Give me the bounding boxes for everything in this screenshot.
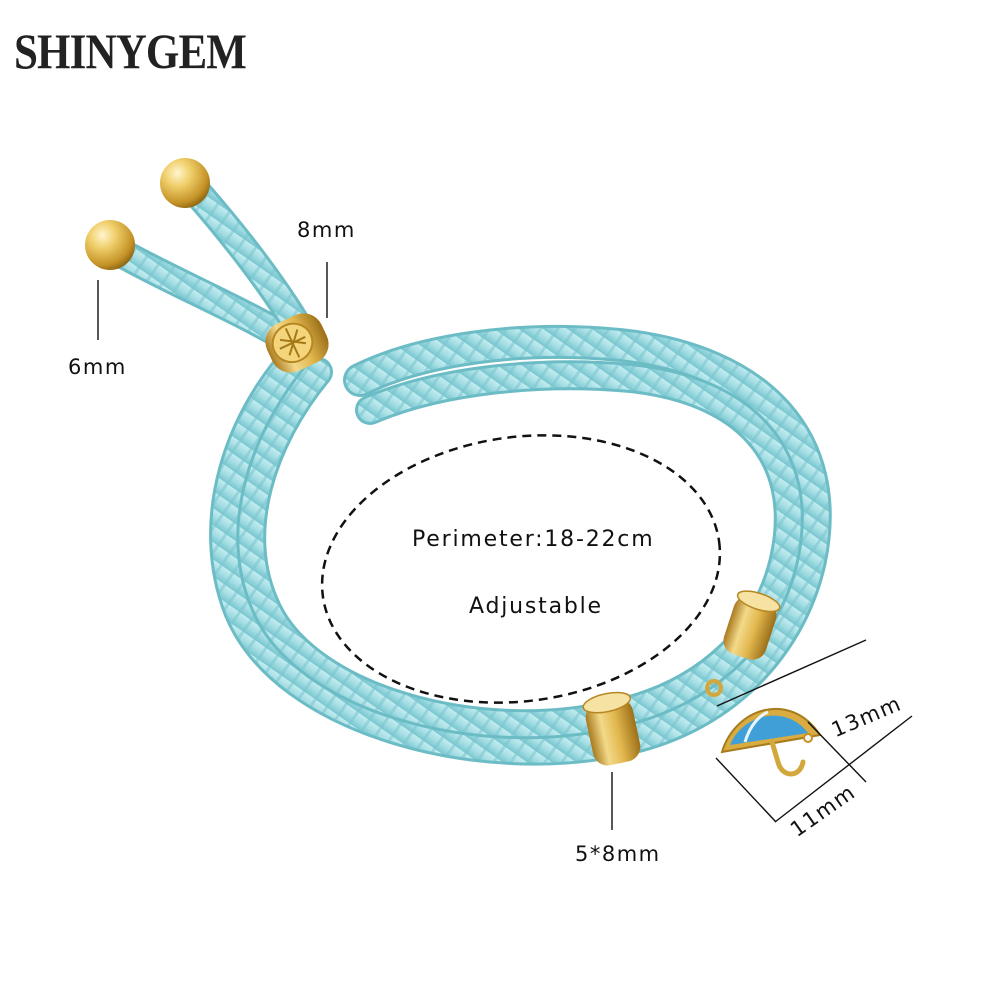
perimeter-outline xyxy=(320,434,722,704)
gold-ball-left xyxy=(85,220,135,270)
spacer-tube-upper xyxy=(723,590,781,660)
perimeter-text: Perimeter:18-22cm xyxy=(412,527,655,552)
umbrella-charm xyxy=(705,679,822,777)
gold-ball-right xyxy=(160,158,210,208)
label-ball-size: 6mm xyxy=(68,355,127,379)
spacer-tube-lower xyxy=(582,691,641,766)
brand-logo: SHINYGEM xyxy=(14,23,247,79)
cord xyxy=(110,175,832,766)
label-slider-size: 8mm xyxy=(297,218,356,242)
adjustable-text: Adjustable xyxy=(469,594,603,619)
dimension-lines xyxy=(97,262,913,830)
label-tube-size: 5*8mm xyxy=(575,842,661,866)
slider-bead xyxy=(265,313,329,373)
